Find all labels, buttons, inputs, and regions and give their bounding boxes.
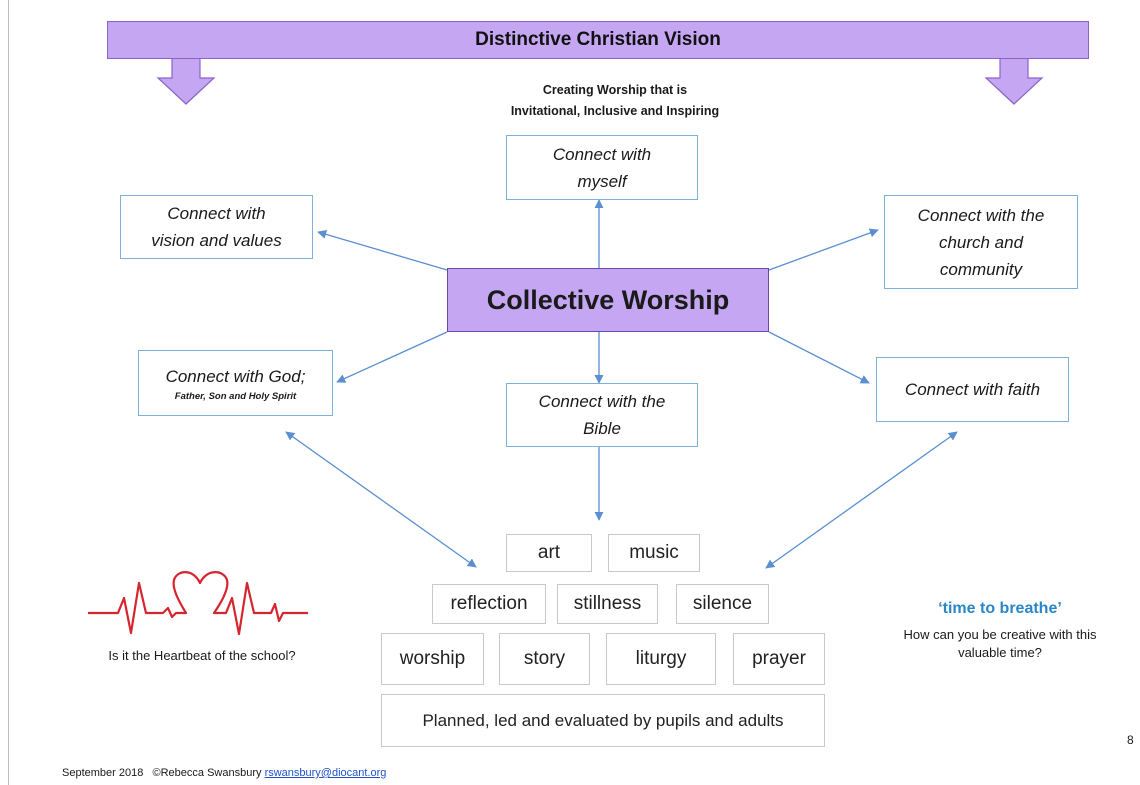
breathe-line-2: valuable time? <box>958 645 1042 660</box>
page-number: 8 <box>1127 733 1134 747</box>
word-music: music <box>608 534 700 572</box>
heartbeat-icon <box>88 571 308 636</box>
arrow-to-faith <box>768 331 870 384</box>
word-story: story <box>499 633 590 685</box>
connect-bible-box: Connect with the Bible <box>506 383 698 447</box>
connect-god-box: Connect with God; Father, Son and Holy S… <box>138 350 333 416</box>
connect-church-line-2: church and <box>938 232 1024 252</box>
heartbeat-caption: Is it the Heartbeat of the school? <box>108 648 296 663</box>
word-prayer: prayer <box>733 633 825 685</box>
connect-faith-line-1: Connect with faith <box>904 380 1041 399</box>
connect-church-line-1: Connect with the <box>917 205 1045 225</box>
word-silence: silence <box>676 584 769 624</box>
footer-email-link[interactable]: rswansbury@diocant.org <box>264 767 387 779</box>
subtitle-line-2: Invitational, Inclusive and Inspiring <box>510 104 720 118</box>
connect-faith-box: Connect with faith <box>876 357 1069 422</box>
breathe-line-1: How can you be creative with this <box>903 627 1097 642</box>
connect-vision-box: Connect with vision and values <box>120 195 313 259</box>
subtitle-line-1: Creating Worship that is <box>542 83 688 97</box>
worship-subtitle: Creating Worship that is Invitational, I… <box>420 80 810 122</box>
arrow-god-words <box>285 431 477 568</box>
banner-title: Distinctive Christian Vision <box>475 29 721 50</box>
connect-myself-line-2: myself <box>577 171 627 191</box>
arrow-to-vision <box>317 229 448 271</box>
footer-text: September 2018 ©Rebecca Swansbury <box>62 767 265 779</box>
connect-vision-line-1: Connect with <box>167 204 266 223</box>
arrow-to-god <box>336 331 448 383</box>
connect-myself-line-1: Connect with <box>552 144 652 164</box>
connect-myself-box: Connect with myself <box>506 135 698 200</box>
page-margin-line <box>8 0 9 785</box>
connect-god-line-2: Father, Son and Holy Spirit <box>174 391 297 402</box>
collective-worship-box: Collective Worship <box>447 268 769 332</box>
word-worship: worship <box>381 633 484 685</box>
connect-church-box: Connect with the church and community <box>884 195 1078 289</box>
word-reflection: reflection <box>432 584 546 624</box>
word-planned: Planned, led and evaluated by pupils and… <box>381 694 825 747</box>
connect-vision-line-2: vision and values <box>151 231 282 250</box>
word-art: art <box>506 534 592 572</box>
connect-church-line-3: community <box>939 259 1023 279</box>
time-to-breathe-text: How can you be creative with this valuab… <box>880 626 1120 662</box>
time-to-breathe-title: ‘time to breathe’ <box>938 600 1062 617</box>
arrow-to-church <box>768 228 879 271</box>
word-liturgy: liturgy <box>606 633 716 685</box>
arrow-faith-words <box>765 431 958 569</box>
connect-bible-line-1: Connect with the <box>538 392 666 411</box>
collective-worship-label: Collective Worship <box>486 284 730 315</box>
down-arrow-left <box>156 57 216 105</box>
word-stillness: stillness <box>557 584 658 624</box>
vision-banner: Distinctive Christian Vision <box>107 21 1089 59</box>
connect-bible-line-2: Bible <box>583 419 621 438</box>
connect-god-line-1: Connect with God; <box>165 367 306 386</box>
footer: September 2018 ©Rebecca Swansbury rswans… <box>62 767 386 779</box>
down-arrow-right <box>984 57 1044 105</box>
